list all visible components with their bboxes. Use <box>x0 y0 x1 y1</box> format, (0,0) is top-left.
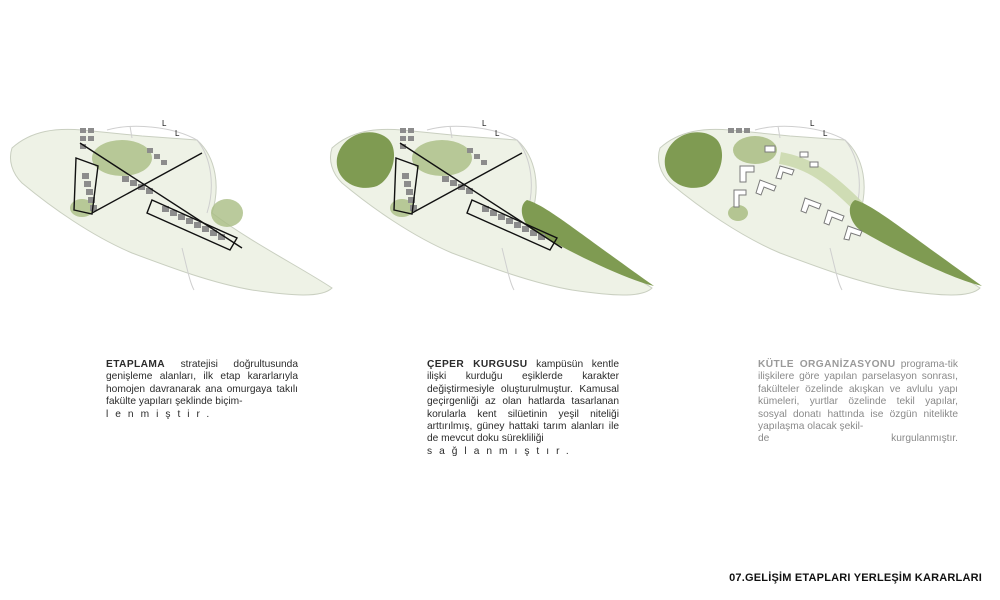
caption-body: programa-tik ilişkilere göre yapılan par… <box>758 359 958 433</box>
svg-text:L: L <box>482 119 487 128</box>
caption-tail: lenmiştir. <box>106 408 217 420</box>
caption-title: KÜTLE ORGANİZASYONU <box>758 359 896 370</box>
sheet-title: 07.GELİŞİM ETAPLARI YERLEŞİM KARARLARI <box>729 572 982 584</box>
caption-etaplama: ETAPLAMA stratejisi doğrultusunda genişl… <box>106 359 298 421</box>
plan-etaplama: LL <box>9 119 333 296</box>
svg-text:L: L <box>823 129 828 138</box>
caption-title: ETAPLAMA <box>106 359 166 370</box>
caption-body: kampüsün kentle ilişki kurduğu eşiklerde… <box>427 359 619 445</box>
svg-text:L: L <box>162 119 167 128</box>
caption-body: stratejisi doğrultusunda genişleme alanl… <box>106 359 298 408</box>
caption-ceper-kurgusu: ÇEPER KURGUSU kampüsün kentle ilişki kur… <box>427 359 619 458</box>
svg-text:L: L <box>810 119 815 128</box>
svg-text:L: L <box>495 129 500 138</box>
plan-ceper-kurgusu: LL <box>329 119 654 296</box>
caption-title: ÇEPER KURGUSU <box>427 359 528 370</box>
site-plan-diagrams: LL LL <box>9 119 982 296</box>
caption-tail: de kurgulanmıştır. <box>758 433 958 445</box>
svg-text:L: L <box>175 129 180 138</box>
caption-kutle-organizasyonu: KÜTLE ORGANİZASYONU programa-tik ilişkil… <box>758 359 958 446</box>
plan-kutle-organizasyonu: LL <box>657 119 982 296</box>
caption-tail: sağlanmıştır. <box>427 445 576 457</box>
